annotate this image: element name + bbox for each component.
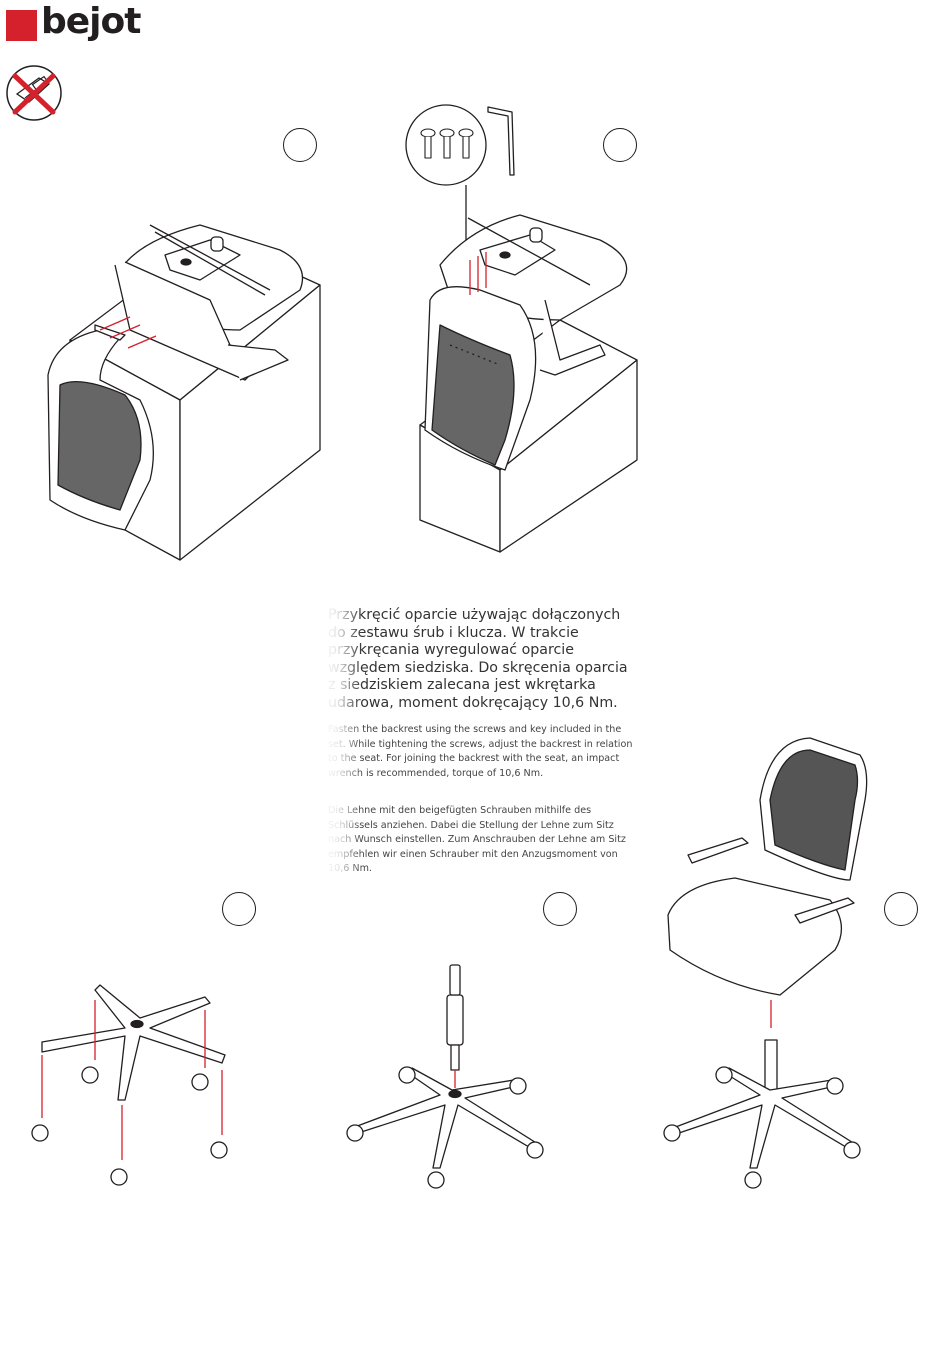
five-star-base-1 (41, 984, 226, 1101)
step-marker-1 (283, 128, 317, 162)
five-star-base-2 (351, 964, 539, 1169)
step-marker-4 (543, 892, 577, 926)
text-fade-overlay (322, 600, 362, 890)
no-impact-wrench-icon (5, 64, 63, 122)
allen-key (487, 106, 515, 176)
backrest-2 (424, 286, 537, 471)
screws-detail (405, 104, 487, 240)
logo-text: bejot (41, 1, 141, 42)
seat-underside-1 (114, 224, 304, 381)
instruction-text-pl: Przykręcić oparcie używając dołączonych … (328, 607, 628, 711)
caster-set-3 (663, 1066, 861, 1189)
instruction-text-en: Fasten the backrest using the screws and… (328, 724, 633, 779)
instruction-text-de: Die Lehne mit den beigefügten Schrauben … (328, 805, 626, 874)
chair-assembled (667, 737, 868, 1169)
step-marker-3 (222, 892, 256, 926)
caster-set-2 (346, 1066, 544, 1189)
logo-mark (6, 10, 37, 41)
backrest-1 (47, 324, 154, 531)
brand-logo: bejot (6, 2, 141, 42)
step-marker-2 (603, 128, 637, 162)
caster (31, 1066, 228, 1186)
step-marker-5 (884, 892, 918, 926)
